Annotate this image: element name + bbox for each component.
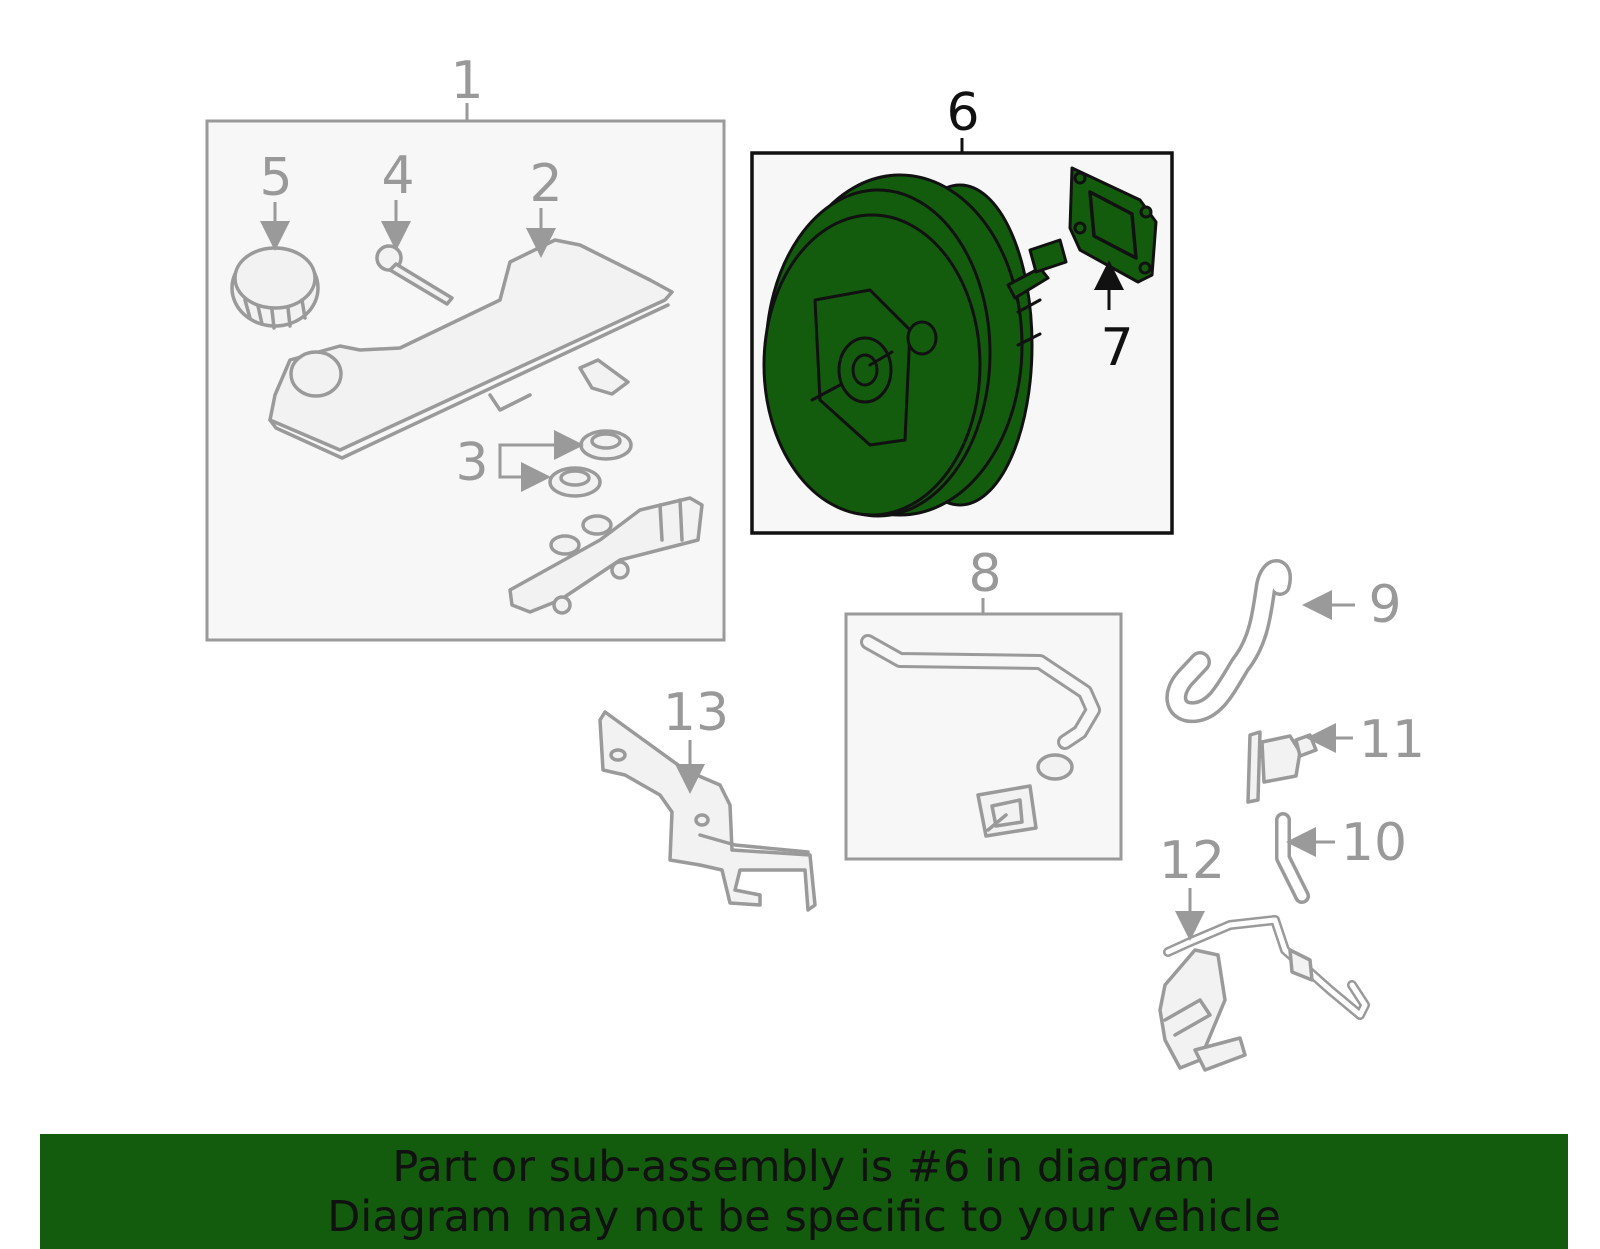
callout-2[interactable]: 2	[529, 154, 562, 214]
part-2-reservoir[interactable]	[268, 238, 674, 460]
callout-3[interactable]: 3	[455, 433, 488, 493]
part-13-bracket[interactable]	[598, 710, 817, 912]
group-6-brake-booster: 6 7	[750, 83, 1174, 535]
part-6-booster-highlight[interactable]	[762, 173, 1068, 518]
part-7-gasket-highlight[interactable]	[1068, 166, 1158, 284]
part-9-hose[interactable]	[1165, 559, 1292, 724]
group-1-master-cylinder: 1 5 4 2	[205, 51, 726, 642]
callout-6[interactable]: 6	[946, 83, 979, 143]
callout-7[interactable]: 7	[1100, 318, 1133, 378]
group-8-vacuum-hose: 8	[844, 544, 1123, 861]
callout-4[interactable]: 4	[381, 146, 414, 206]
part-11-check-valve[interactable]	[1246, 730, 1318, 804]
part-4-retaining-pin[interactable]	[375, 244, 454, 306]
callout-10[interactable]: 10	[1341, 813, 1407, 873]
callout-1[interactable]: 1	[450, 51, 483, 111]
callout-9[interactable]: 9	[1368, 575, 1401, 635]
part-8-hose[interactable]	[860, 634, 1101, 838]
part-5-reservoir-cap[interactable]	[230, 246, 320, 330]
info-banner: Part or sub-assembly is #6 in diagram Di…	[40, 1134, 1568, 1249]
callout-12[interactable]: 12	[1159, 831, 1225, 891]
callout-11[interactable]: 11	[1359, 710, 1425, 770]
master-cylinder-body[interactable]	[508, 496, 704, 615]
callout-5[interactable]: 5	[259, 148, 292, 208]
part-12-bracket[interactable]	[1158, 915, 1370, 1072]
part-10-hose[interactable]	[1275, 812, 1310, 904]
banner-line-2: Diagram may not be specific to your vehi…	[327, 1192, 1281, 1242]
callout-13[interactable]: 13	[663, 683, 729, 743]
banner-line-1: Part or sub-assembly is #6 in diagram	[392, 1142, 1216, 1192]
callout-8[interactable]: 8	[968, 544, 1001, 604]
